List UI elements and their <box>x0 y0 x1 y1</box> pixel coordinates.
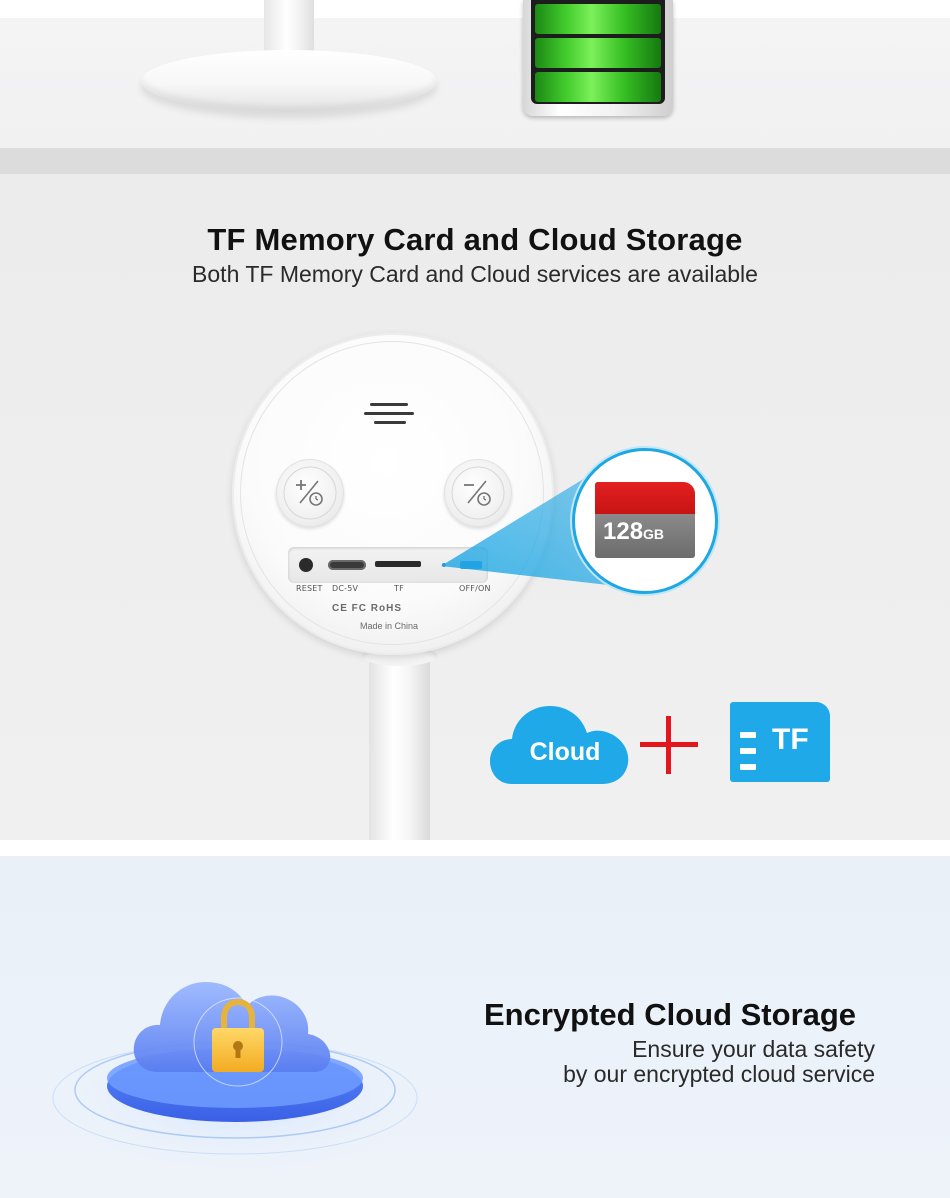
port-strip <box>288 547 488 583</box>
switch-label: OFF/ON <box>459 584 491 593</box>
section-description-line: Ensure your data safety <box>632 1036 875 1062</box>
alarm-plus-icon <box>451 466 505 520</box>
cloud-icon <box>490 706 629 784</box>
encrypted-storage-section: Encrypted Cloud Storage Ensure your data… <box>0 840 950 1198</box>
reset-button[interactable] <box>299 558 313 572</box>
section-description-line: by our encrypted cloud service <box>563 1061 875 1087</box>
tf-badge-label: TF <box>772 723 809 756</box>
top-product-strip <box>0 0 950 148</box>
battery-cell <box>535 72 661 102</box>
section-subtitle: Both TF Memory Card and Cloud services a… <box>192 261 758 287</box>
battery-cells <box>531 0 665 104</box>
usb-c-port[interactable] <box>328 560 366 570</box>
tf-label: TF <box>394 584 404 593</box>
alarm-decrease-knob[interactable] <box>276 459 344 527</box>
sd-card-callout: 128GB <box>572 448 718 594</box>
alarm-increase-knob[interactable] <box>444 459 512 527</box>
status-led <box>442 563 446 567</box>
device-pole <box>369 648 430 840</box>
battery-icon <box>523 0 673 116</box>
alarm-minus-icon <box>283 466 337 520</box>
sd-card-icon: 128GB <box>595 482 695 558</box>
plus-icon-vertical <box>666 716 671 774</box>
tf-card-icon: TF <box>730 702 830 782</box>
reset-label: RESET <box>296 584 323 593</box>
dc-label: DC-5V <box>332 584 359 593</box>
made-in-label: Made in China <box>360 621 419 631</box>
lamp-stand-base <box>141 50 437 112</box>
power-switch[interactable] <box>460 561 482 569</box>
tf-storage-section: TF Memory Card and Cloud Storage Both TF… <box>0 148 950 840</box>
sd-capacity: 128GB <box>603 518 665 545</box>
cloud-badge-label: Cloud <box>529 738 601 766</box>
device-back-panel: RESET DC-5V TF OFF/ON CE FC RoHS Made in… <box>232 333 554 655</box>
section-title: Encrypted Cloud Storage <box>484 997 857 1032</box>
battery-cell <box>535 4 661 34</box>
encrypted-cloud-illustration <box>50 982 430 1170</box>
section-title: TF Memory Card and Cloud Storage <box>207 222 743 257</box>
tf-card-slot[interactable] <box>375 561 421 567</box>
certification-marks: CE FC RoHS <box>332 603 402 614</box>
battery-cell <box>535 38 661 68</box>
